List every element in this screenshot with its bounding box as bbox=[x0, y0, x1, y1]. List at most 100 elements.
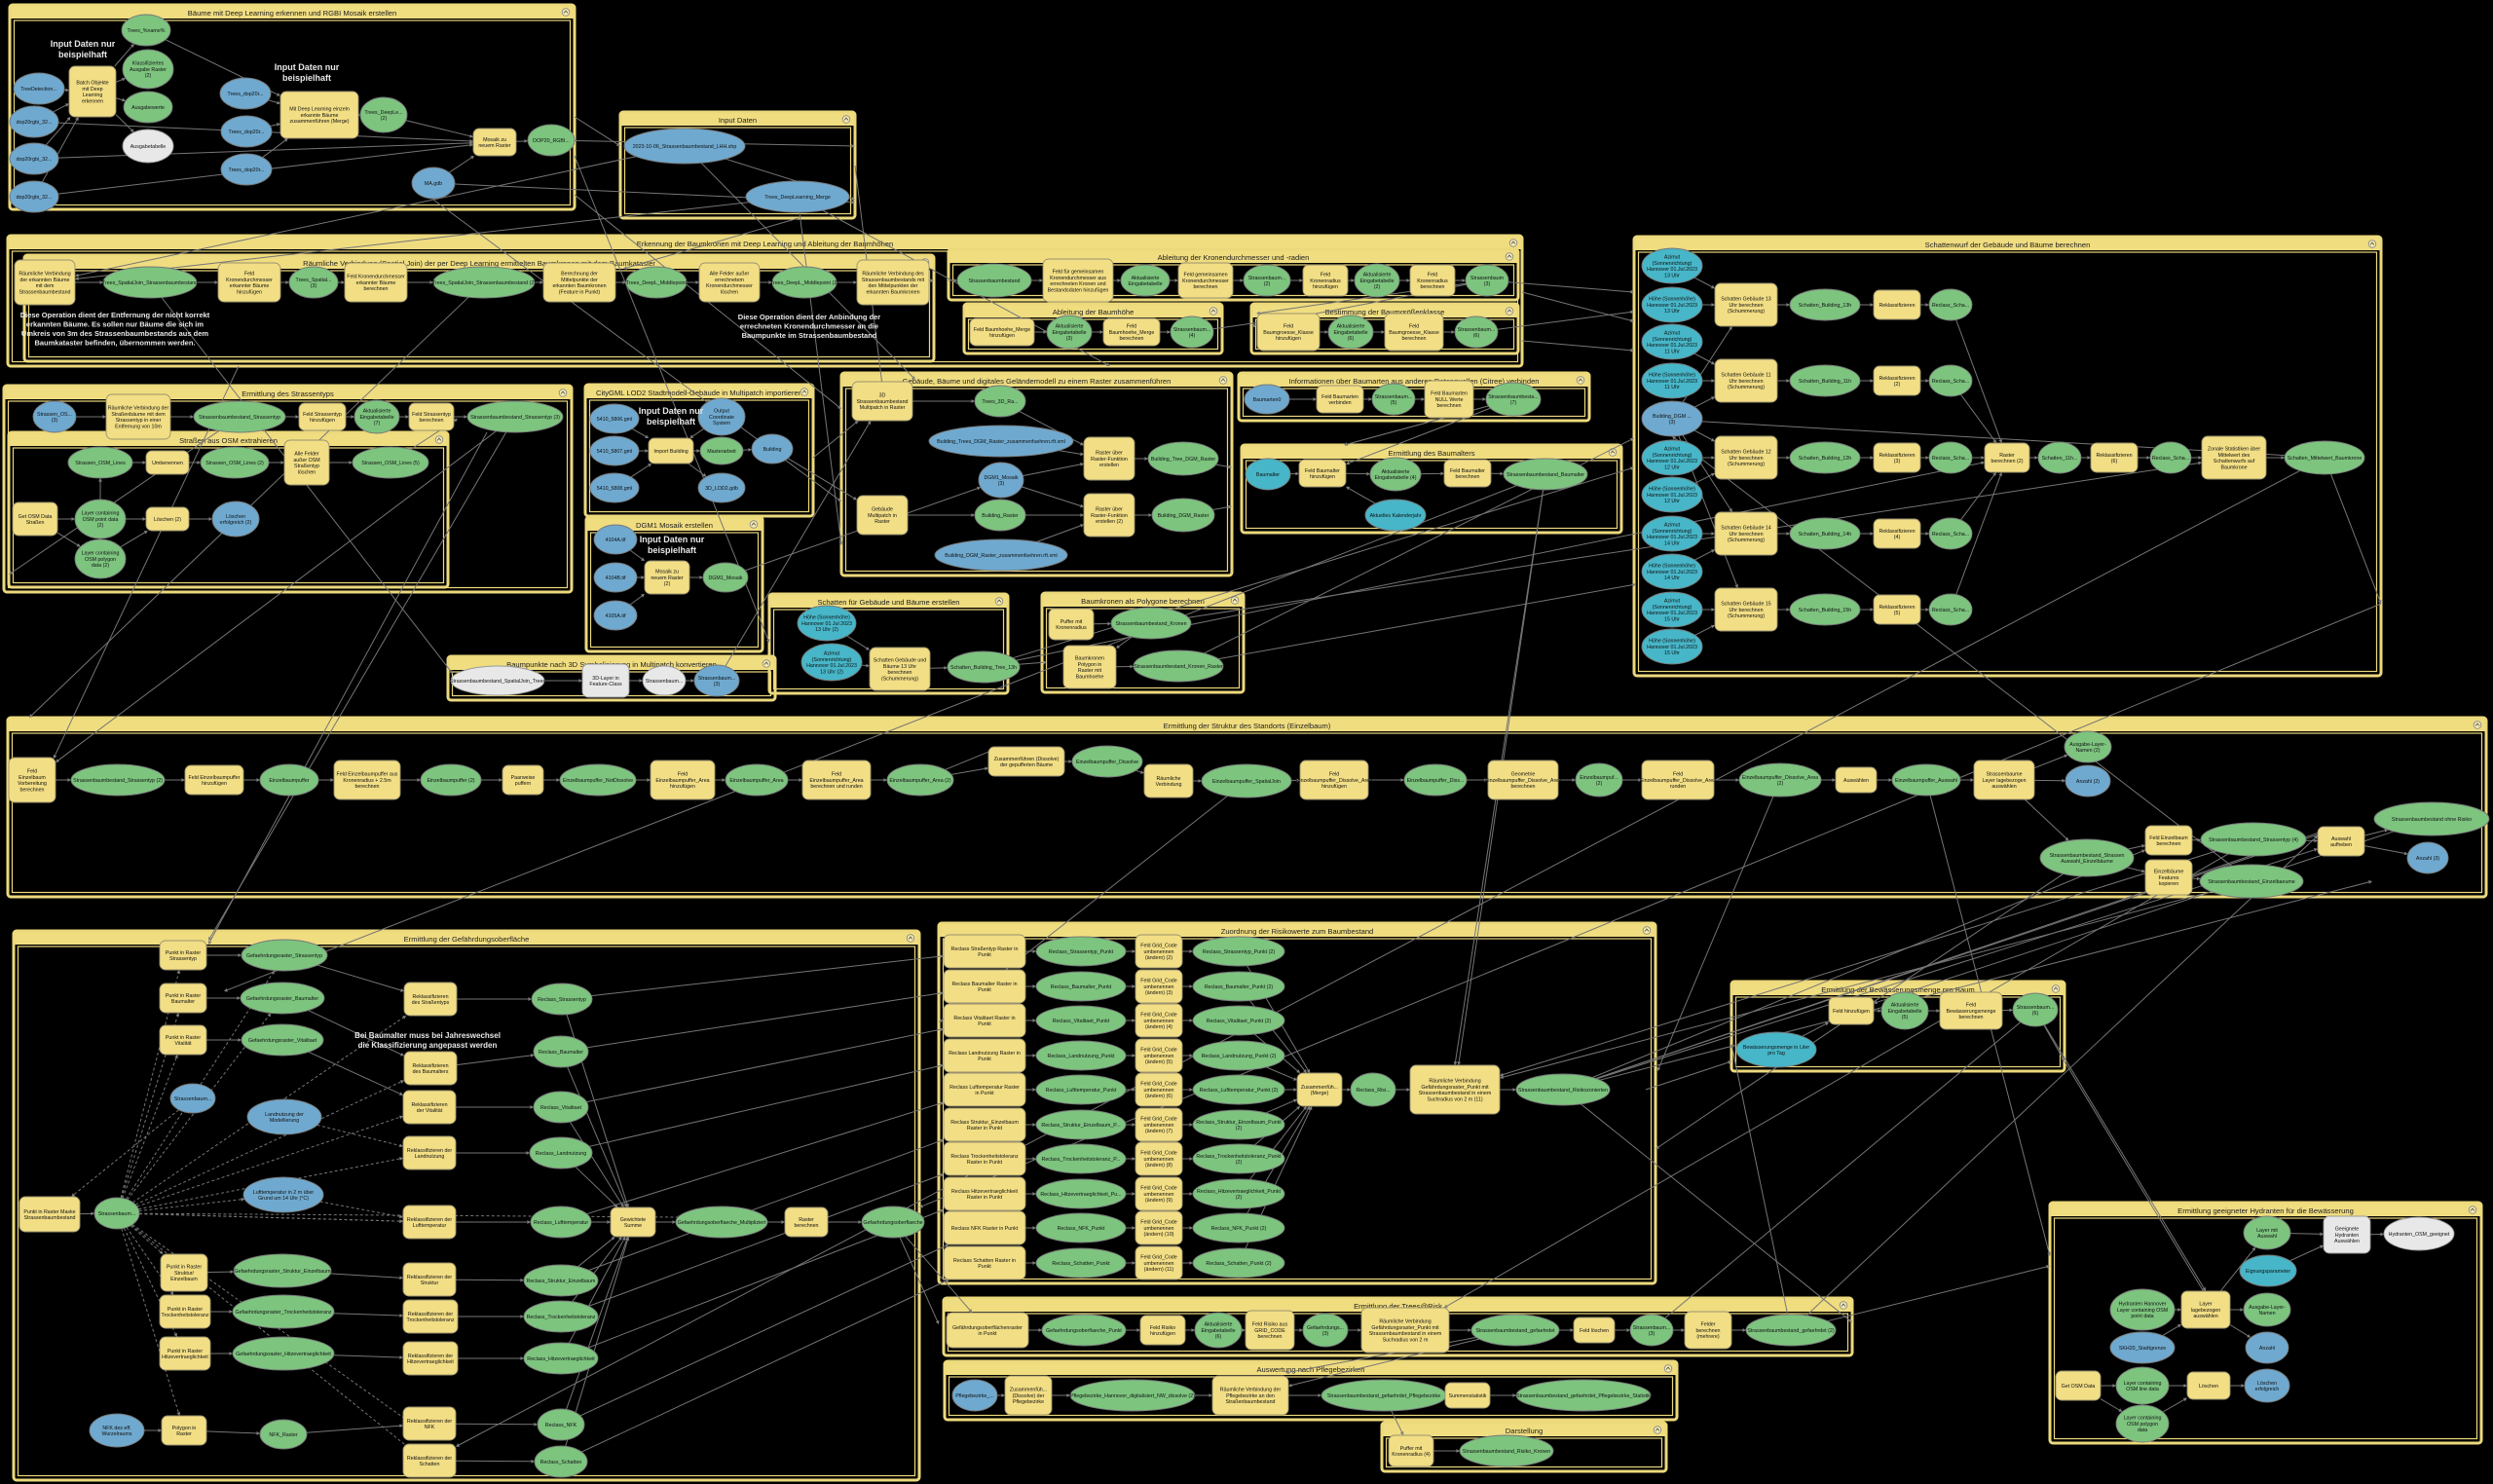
svg-text:Eingabetabelle (4): Eingabetabelle (4) bbox=[1375, 475, 1417, 481]
svg-text:Hannover 01.Jul.2023: Hannover 01.Jul.2023 bbox=[1647, 267, 1697, 273]
svg-text:Ermittlung der Trees@Risk: Ermittlung der Trees@Risk bbox=[1354, 1302, 1442, 1311]
svg-text:Reclass_Vitalitaet_Punkt: Reclass_Vitalitaet_Punkt bbox=[1053, 1019, 1110, 1024]
svg-text:Reclass_NFK: Reclass_NFK bbox=[545, 1423, 577, 1428]
svg-text:Struktur: Struktur bbox=[421, 1280, 439, 1286]
svg-text:Einzelbaumpuffer_Dissolve_Area: Einzelbaumpuffer_Dissolve_Area bbox=[1742, 775, 1818, 781]
svg-text:Ermittlung der Gefährdungsober: Ermittlung der Gefährdungsoberfläche bbox=[404, 935, 530, 944]
svg-text:Auswahl_Einzelbäume: Auswahl_Einzelbäume bbox=[2061, 859, 2113, 865]
svg-text:Aktualisierte: Aktualisierte bbox=[1132, 276, 1160, 281]
svg-text:(Sonnenrichtung): (Sonnenrichtung) bbox=[812, 657, 852, 663]
svg-text:berechnen: berechnen bbox=[1257, 1334, 1282, 1340]
svg-text:Layer lagebezogen: Layer lagebezogen bbox=[1982, 778, 2026, 784]
svg-text:Summenstatistik: Summenstatistik bbox=[1449, 1393, 1487, 1399]
svg-text:12 Uhr: 12 Uhr bbox=[1664, 464, 1680, 470]
svg-text:Uhr berechnen: Uhr berechnen bbox=[1729, 456, 1763, 462]
svg-text:Aktualisierte: Aktualisierte bbox=[1891, 1003, 1919, 1009]
svg-text:Polygon in: Polygon in bbox=[1078, 662, 1102, 668]
svg-text:Umkreis von 3m des Strassenbau: Umkreis von 3m des Strassenbaumbestands … bbox=[21, 329, 208, 338]
svg-text:Baumalter: Baumalter bbox=[1256, 472, 1280, 478]
svg-text:Gefaehrdungs...: Gefaehrdungs... bbox=[1307, 1325, 1344, 1331]
svg-text:Ausgabetabelle: Ausgabetabelle bbox=[130, 144, 167, 150]
svg-text:erkannte Bäume: erkannte Bäume bbox=[301, 113, 339, 119]
svg-text:Coordinate: Coordinate bbox=[709, 415, 734, 421]
svg-text:(3): (3) bbox=[1066, 336, 1073, 342]
svg-text:umbenennen: umbenennen bbox=[1144, 1123, 1174, 1129]
svg-text:Feld Grid_Code: Feld Grid_Code bbox=[1140, 1151, 1176, 1157]
svg-text:Strassen_OSM_Lines (2): Strassen_OSM_Lines (2) bbox=[205, 461, 264, 466]
svg-text:zusammenführen (Merge): zusammenführen (Merge) bbox=[290, 119, 350, 125]
svg-text:Einzelbaumpuffer_Area: Einzelbaumpuffer_Area bbox=[729, 778, 783, 784]
svg-text:Get OSM Data: Get OSM Data bbox=[2062, 1384, 2096, 1390]
svg-text:Straßenbäume mit dem: Straßenbäume mit dem bbox=[111, 412, 166, 418]
svg-text:3D-Layer in: 3D-Layer in bbox=[592, 676, 618, 682]
svg-text:Räumliche Verbindung des: Räumliche Verbindung des bbox=[862, 271, 924, 277]
svg-text:Ausgabe-Layer-: Ausgabe-Layer- bbox=[2249, 1305, 2286, 1311]
svg-text:Strassenbaumbestand: Strassenbaumbestand bbox=[856, 399, 908, 405]
svg-text:Schatten Gebäude 11: Schatten Gebäude 11 bbox=[1721, 373, 1770, 379]
svg-text:5410_5807.gml: 5410_5807.gml bbox=[597, 449, 633, 455]
svg-text:umbenennen: umbenennen bbox=[1144, 949, 1174, 955]
svg-text:errechneten Kronendurchmesser: errechneten Kronendurchmesser an die bbox=[740, 322, 878, 331]
svg-text:Strassenbaum...: Strassenbaum... bbox=[98, 1211, 136, 1217]
svg-text:Punkt in Raster: Punkt in Raster bbox=[167, 1307, 203, 1313]
svg-text:Löschen: Löschen bbox=[226, 514, 245, 520]
svg-text:Einzelbaumpuffer_Area: Einzelbaumpuffer_Area bbox=[655, 778, 709, 784]
svg-text:(3): (3) bbox=[52, 418, 58, 424]
svg-text:Baumkronen als Polygone berech: Baumkronen als Polygone berechnen bbox=[1081, 597, 1205, 606]
svg-text:Gefaehrdungsraster_Hitzevertra: Gefaehrdungsraster_Hitzevertraeglichkeit bbox=[236, 1352, 331, 1357]
svg-text:Feld löschen: Feld löschen bbox=[1580, 1328, 1609, 1334]
svg-text:außer OSM: außer OSM bbox=[293, 458, 319, 464]
svg-text:Alle Felder außer: Alle Felder außer bbox=[710, 271, 750, 277]
svg-text:Feld Grid_Code: Feld Grid_Code bbox=[1140, 1117, 1176, 1123]
svg-text:Hannover 01.Jul.2023: Hannover 01.Jul.2023 bbox=[1647, 570, 1697, 575]
svg-text:Kronendurchmesser: Kronendurchmesser bbox=[226, 278, 273, 283]
svg-text:Höhe (Sonnenhöhe): Höhe (Sonnenhöhe) bbox=[1649, 564, 1695, 570]
svg-text:Uhr berechnen: Uhr berechnen bbox=[1729, 532, 1763, 538]
svg-text:5410_5806.gml: 5410_5806.gml bbox=[597, 417, 633, 423]
svg-text:Gefaehrdungsraster_Baumalter: Gefaehrdungsraster_Baumalter bbox=[246, 996, 318, 1002]
svg-text:(2): (2) bbox=[1236, 1195, 1243, 1201]
svg-text:Building_Raster: Building_Raster bbox=[982, 513, 1019, 519]
svg-text:Pflegebezirke an den: Pflegebezirke an den bbox=[1226, 1393, 1275, 1399]
svg-text:Reclass_Baumalter: Reclass_Baumalter bbox=[539, 1050, 583, 1056]
svg-text:Punkt in Raster: Punkt in Raster bbox=[166, 950, 201, 956]
svg-text:Reclass_Schatten_Punkt: Reclass_Schatten_Punkt bbox=[1052, 1261, 1110, 1267]
svg-text:Räumliche Verbindung: Räumliche Verbindung bbox=[19, 271, 70, 277]
svg-text:Feld: Feld bbox=[27, 768, 37, 774]
svg-text:(6): (6) bbox=[1348, 336, 1355, 342]
svg-text:(2): (2) bbox=[1264, 281, 1271, 287]
svg-text:Alle Felder: Alle Felder bbox=[294, 451, 319, 457]
svg-text:Feld für gemeinsamen: Feld für gemeinsamen bbox=[1053, 269, 1104, 275]
svg-text:Anzahl: Anzahl bbox=[2259, 1346, 2275, 1352]
svg-text:Einzelbaumpuffer_Dissolve_Area: Einzelbaumpuffer_Dissolve_Area bbox=[1296, 778, 1372, 784]
svg-text:Aktualisierte: Aktualisierte bbox=[1382, 469, 1410, 475]
svg-text:Ermittlung des Baumalters: Ermittlung des Baumalters bbox=[1388, 449, 1474, 458]
svg-text:berechnen: berechnen bbox=[1510, 784, 1535, 790]
svg-text:Strassenbaumbestand_Risiko_Kro: Strassenbaumbestand_Risiko_Kronen bbox=[1463, 1449, 1550, 1455]
svg-text:Trees_DeepL_Middlepoint (2): Trees_DeepL_Middlepoint (2) bbox=[770, 280, 838, 286]
svg-text:umbenennen: umbenennen bbox=[1144, 1088, 1174, 1094]
svg-text:Strassentyp: Strassentyp bbox=[169, 956, 197, 962]
svg-text:Reclass Baumalter Raster in: Reclass Baumalter Raster in bbox=[951, 982, 1017, 987]
svg-text:Strassenbaum...: Strassenbaum... bbox=[1633, 1325, 1671, 1331]
svg-text:Gewichtete: Gewichtete bbox=[620, 1217, 647, 1223]
svg-text:Strassenbaumbestand_SpatialJoi: Strassenbaumbestand_SpatialJoin_Trees bbox=[450, 679, 546, 685]
svg-text:umbenennen: umbenennen bbox=[1144, 1157, 1174, 1163]
svg-text:Paarweise: Paarweise bbox=[511, 775, 536, 781]
svg-text:DGM1_Mosaik: DGM1_Mosaik bbox=[984, 475, 1018, 481]
svg-text:aufheben: aufheben bbox=[2330, 842, 2352, 848]
svg-text:Feld Risiko: Feld Risiko bbox=[1150, 1325, 1175, 1331]
svg-text:Gebäude: Gebäude bbox=[872, 507, 893, 513]
svg-text:Strassenbaum...: Strassenbaum... bbox=[1375, 394, 1413, 400]
svg-text:(Schummerung): (Schummerung) bbox=[1728, 309, 1765, 315]
svg-text:Aktuelles Kalenderjahr: Aktuelles Kalenderjahr bbox=[1370, 513, 1422, 519]
svg-text:DGM1 Mosaik erstellen: DGM1 Mosaik erstellen bbox=[636, 521, 713, 530]
svg-text:Höhe (Sonnenhöhe): Höhe (Sonnenhöhe) bbox=[1649, 639, 1695, 645]
svg-text:Klassifiziertes: Klassifiziertes bbox=[132, 61, 165, 67]
svg-text:Raster-Funktion: Raster-Funktion bbox=[1091, 513, 1128, 519]
svg-text:Strassenbaumbesta...: Strassenbaumbesta... bbox=[1488, 394, 1539, 400]
svg-text:Strassenbaumbestand: Strassenbaumbestand bbox=[19, 289, 70, 295]
svg-text:Hannover 01.Jul.2023: Hannover 01.Jul.2023 bbox=[1647, 459, 1697, 464]
svg-text:der Vitalität: der Vitalität bbox=[417, 1108, 443, 1114]
svg-text:Schatten Gebäude 15: Schatten Gebäude 15 bbox=[1721, 602, 1771, 608]
